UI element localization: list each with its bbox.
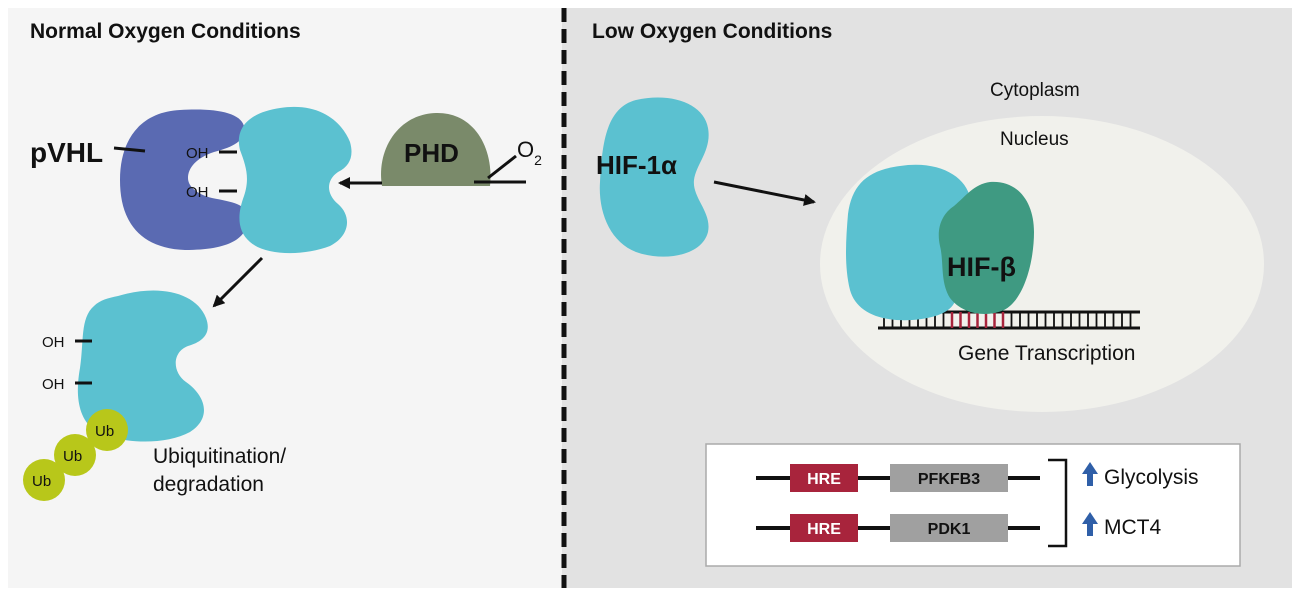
o2-bond-line (487, 154, 517, 180)
oh-label-3: OH (42, 334, 65, 351)
nuclear-translocation-arrow (713, 180, 816, 206)
phd-enzyme (381, 112, 491, 186)
hre-box-1 (790, 464, 858, 492)
hre-box-2 (790, 514, 858, 542)
up-arrow-icon-1 (1082, 462, 1098, 486)
o2-label: O2 (517, 137, 542, 168)
hif1a-protein-degrading (77, 290, 208, 442)
degradation-arrow (212, 256, 264, 308)
hif-beta-protein (938, 181, 1034, 314)
right-panel-title: Low Oxygen Conditions (592, 20, 832, 43)
left-panel-background (8, 8, 562, 588)
gene-box-pdk1 (890, 514, 1008, 542)
hif1a-protein-nuclear (846, 164, 971, 321)
gene-box-pfkfb3 (890, 464, 1008, 492)
hre-label-2: HRE (807, 521, 841, 538)
gene-transcription-label: Gene Transcription (958, 342, 1135, 365)
ubiquitin-2 (54, 434, 96, 476)
gene-target-box (705, 443, 1241, 567)
pvhl-label-line (113, 146, 146, 153)
phd-label: PHD (404, 138, 459, 168)
effect-label-glycolysis: Glycolysis (1104, 466, 1199, 489)
ubiquitin-1 (86, 409, 128, 451)
effect-label-mct4: MCT4 (1104, 516, 1161, 539)
oh-label-4: OH (42, 376, 65, 393)
ubiquitination-label-line2: degradation (153, 473, 264, 496)
ub-label-2: Ub (63, 448, 82, 465)
up-arrow-icon-2 (1082, 512, 1098, 536)
pvhl-protein (120, 109, 248, 251)
nucleus-label: Nucleus (1000, 129, 1069, 150)
ubiquitin-3 (23, 459, 65, 501)
ubiquitination-label-line1: Ubiquitination/ (153, 445, 286, 468)
gene-label-pdk1: PDK1 (928, 521, 971, 538)
ub-label-1: Ub (95, 423, 114, 440)
pvhl-label: pVHL (30, 137, 103, 168)
cytoplasm-label: Cytoplasm (990, 80, 1080, 101)
gene-label-pfkfb3: PFKFB3 (918, 471, 980, 488)
hif1a-protein-bound (238, 106, 352, 254)
left-panel-title: Normal Oxygen Conditions (30, 20, 301, 43)
hif1a-protein-free (599, 97, 709, 257)
hif-beta-label: HIF-β (947, 252, 1016, 282)
ub-label-3: Ub (32, 473, 51, 490)
hif1a-label: HIF-1α (596, 150, 677, 180)
hre-label-1: HRE (807, 471, 841, 488)
effect-bracket (1048, 458, 1068, 548)
oh-label-1: OH (186, 145, 209, 162)
oh-label-2: OH (186, 184, 209, 201)
